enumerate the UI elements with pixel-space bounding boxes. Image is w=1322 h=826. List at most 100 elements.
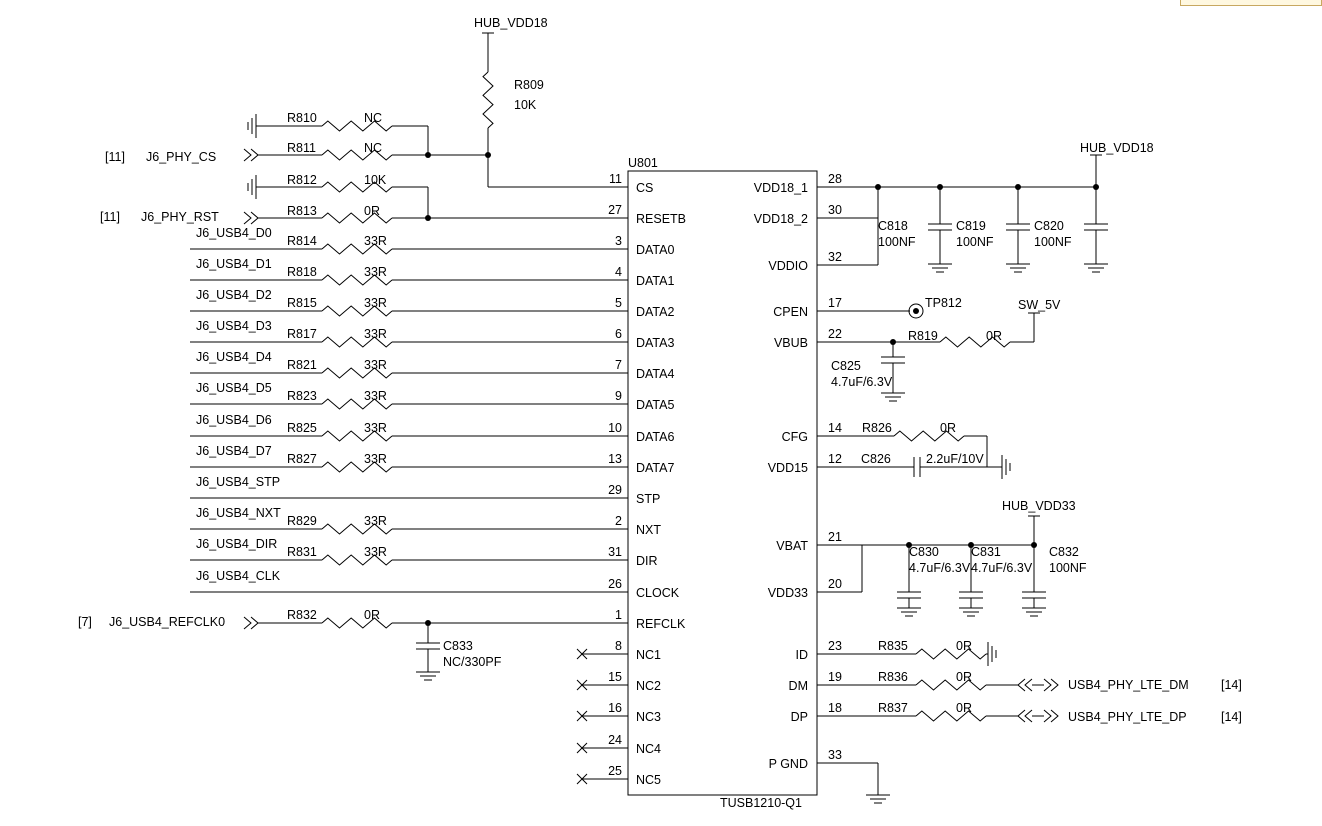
pin-name: DM [789,679,808,693]
pin-number: 30 [828,203,842,217]
pin-number: 10 [608,421,622,435]
bidirectional-connector-icon [1017,678,1059,692]
pin-name: DATA1 [636,274,674,288]
resistor [321,430,393,442]
pin-name: VDD33 [768,586,808,600]
chip-body [627,170,818,796]
r819-val: 0R [986,329,1002,343]
c833-ref: C833 [443,639,473,653]
r809-val: 10K [514,98,537,112]
pin-number: 5 [615,296,622,310]
pin-number: 19 [828,670,842,684]
decoupling-capacitor [1006,223,1030,231]
resistor-ref: R823 [287,389,317,403]
offpage-connector-icon [243,211,259,225]
decoupling-capacitor [1084,223,1108,231]
pin-name: REFCLK [636,617,686,631]
junction-dot [425,215,431,221]
junction-dot [1031,542,1037,548]
pin-name: NXT [636,523,661,537]
junction-dot [425,620,431,626]
ground-icon [866,794,890,804]
resistor [321,212,393,224]
pin-name: NC5 [636,773,661,787]
labels: U801 TUSB1210-Q1 HUB_VDD18 HUB_VDD18 HUB… [78,16,1242,810]
resistor-value: 33R [364,389,387,403]
resistor [321,461,393,473]
pin-number: 21 [828,530,842,544]
data-net-label: J6_USB4_STP [196,475,280,489]
ground-icon [1084,263,1108,273]
offpage-connector-icon [243,148,259,162]
data-net-label: J6_USB4_NXT [196,506,281,520]
resistor-ref: R829 [287,514,317,528]
r809-ref: R809 [514,78,544,92]
pin-number: 25 [608,764,622,778]
pin-number: 13 [608,452,622,466]
resistor-value: 33R [364,421,387,435]
no-connect-icon [576,710,588,722]
c818-val: 100NF [878,235,916,249]
pin-number: 31 [608,545,622,559]
resistor [321,243,393,255]
c820-val: 100NF [1034,235,1072,249]
offpage-net-refclk: J6_USB4_REFCLK0 [109,615,225,629]
pin-name: DATA3 [636,336,674,350]
pin-number: 14 [828,421,842,435]
ground-icon [247,175,257,199]
r832-val: 0R [364,608,380,622]
offpage-ref-dm: [14] [1221,678,1242,692]
junction-dot [937,184,943,190]
ground-icon [1022,607,1046,617]
pin-number: 18 [828,701,842,715]
resistor [321,305,393,317]
pin-number: 4 [615,265,622,279]
c832-val: 100NF [1049,561,1087,575]
pin-number: 15 [608,670,622,684]
ground-icon [881,392,905,402]
pin-name: P GND [769,757,808,771]
pin-number: 8 [615,639,622,653]
pin-number: 27 [608,203,622,217]
pin-number: 16 [608,701,622,715]
pin-name: CPEN [773,305,808,319]
pin-name: VDD15 [768,461,808,475]
resistor-ref: R821 [287,358,317,372]
pin-name: NC2 [636,679,661,693]
pin-name: STP [636,492,660,506]
capacitor-c825 [881,356,905,364]
pin-number: 3 [615,234,622,248]
resistor-ref: R818 [287,265,317,279]
data-net-label: J6_USB4_DIR [196,537,277,551]
sheet-corner-tab [1180,0,1322,6]
pin-number: 22 [828,327,842,341]
chip-part: TUSB1210-Q1 [720,796,802,810]
resistor-ref: R814 [287,234,317,248]
resistor [321,120,393,132]
test-point-center [913,308,919,314]
c830-val: 4.7uF/6.3V [909,561,971,575]
resistor-ref: R817 [287,327,317,341]
pin-name: DATA7 [636,461,674,475]
r837-val: 0R [956,701,972,715]
pin-number: 7 [615,358,622,372]
resistor [915,710,987,722]
chip-pins: 11CS27RESETB3DATA04DATA15DATA26DATA37DAT… [608,172,842,787]
no-connect-icon [576,648,588,660]
c833-val: NC/330PF [443,655,502,669]
pin-name: DATA6 [636,430,674,444]
resistor [893,430,965,442]
net-hub-vdd33: HUB_VDD33 [1002,499,1076,513]
junction-dot [425,152,431,158]
r835-ref: R835 [878,639,908,653]
c818-ref: C818 [878,219,908,233]
pin-name: CS [636,181,653,195]
no-connect-icon [576,773,588,785]
pin-name: DATA0 [636,243,674,257]
c826-val: 2.2uF/10V [926,452,984,466]
c820-ref: C820 [1034,219,1064,233]
pin-name: DP [791,710,808,724]
offpage-net-dm: USB4_PHY_LTE_DM [1068,678,1189,692]
no-connect-icon [576,742,588,754]
net-hub-vdd18-right: HUB_VDD18 [1080,141,1154,155]
